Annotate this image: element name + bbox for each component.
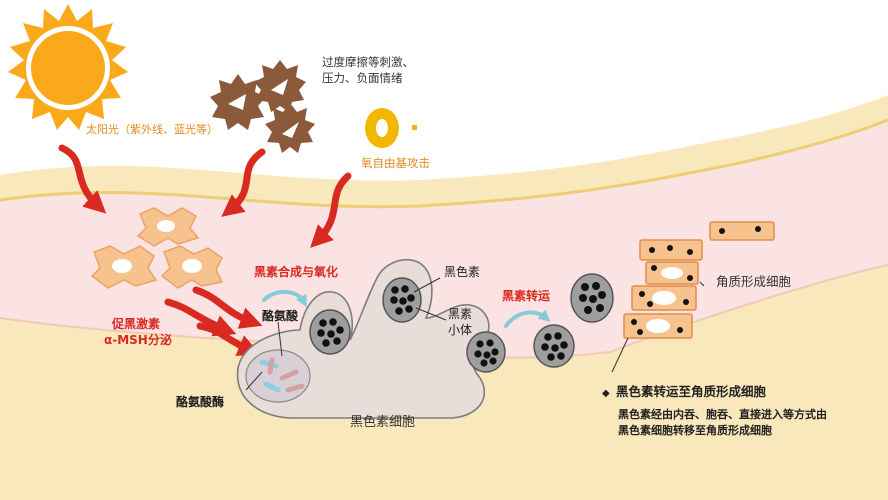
note-bullet-icon: ◆ (602, 388, 610, 399)
keratinocyte-icon (709, 221, 775, 241)
transport-arc-icon (504, 309, 551, 328)
note-title: 黑色素转运至角质形成细胞 (616, 384, 767, 399)
tyrosine-label: 酪氨酸 (262, 308, 299, 323)
melanosome-icon (570, 273, 614, 323)
melanocyte-nucleus (245, 349, 311, 403)
cell-icon (136, 207, 200, 247)
melanosome-label-line2: 小体 (448, 323, 472, 337)
stress-arrow-icon (221, 148, 266, 217)
sun-arrow-1-icon (58, 144, 107, 214)
leader-lines (245, 277, 705, 391)
melanocyte-label: 黑色素细胞 (350, 414, 415, 430)
keratinocyte-icon (639, 239, 703, 261)
keratinocyte-icon (645, 261, 699, 285)
free-radical-label: 氧自由基攻击 (361, 156, 430, 170)
tyrosinase-label: 酪氨酸酶 (176, 394, 224, 409)
synthesis-label: 黑素合成与氧化 (254, 264, 338, 279)
transport-label: 黑素转运 (502, 288, 550, 303)
melanosome-icon (466, 331, 506, 373)
synthesis-arc-icon (262, 290, 307, 308)
keratinocyte-stack (623, 221, 775, 339)
stress-label-line1: 过度摩擦等刺激、 (322, 55, 414, 69)
keratinocyte-label: 角质形成细胞 (716, 274, 792, 289)
epidermal-cells (90, 207, 224, 289)
teal-arrows (262, 290, 551, 328)
skin-surface-line (0, 118, 888, 209)
cell-icon (160, 245, 224, 289)
keratinocyte-icon (623, 313, 693, 339)
melanosome-leader-line (415, 307, 447, 321)
melanosome-group (309, 273, 614, 373)
msh-arrow-2-icon (192, 286, 263, 329)
radical-arrow-icon (310, 172, 352, 248)
keratinocyte-icon (631, 285, 697, 311)
note-line1: 黑色素经由内吞、胞吞、直接进入等方式由 (618, 407, 827, 421)
keratinocyte-leader-line (699, 281, 705, 287)
sun-icon (8, 4, 128, 130)
msh-arrow-3-icon (196, 322, 261, 357)
melanosome-label-line1: 黑素 (448, 307, 472, 321)
msh-label-line1: 促黑激素 (111, 316, 160, 331)
oxygen-radical-icon (365, 108, 417, 148)
tyrosinase-granules (259, 357, 305, 393)
tyrosinase-leader-line (245, 371, 263, 391)
tyrosine-leader-line (277, 321, 283, 357)
red-arrows (58, 144, 352, 357)
msh-arrow-1-icon (164, 298, 237, 337)
melanosome-icon (533, 324, 575, 368)
stress-label-line2: 压力、负面情绪 (322, 71, 403, 85)
melanin-leader-line (413, 277, 441, 293)
note-leader-line (611, 337, 629, 373)
msh-label-line2: α-MSH分泌 (104, 332, 172, 347)
melanosome-icon (309, 309, 351, 355)
sun-label: 太阳光（紫外线、蓝光等） (86, 122, 218, 136)
note-line2: 黑色素细胞转移至角质形成细胞 (618, 423, 772, 437)
melanosome-icon (382, 277, 422, 323)
melanin-label: 黑色素 (444, 265, 480, 279)
friction-particle-icon (210, 60, 315, 153)
cell-icon (90, 245, 158, 289)
